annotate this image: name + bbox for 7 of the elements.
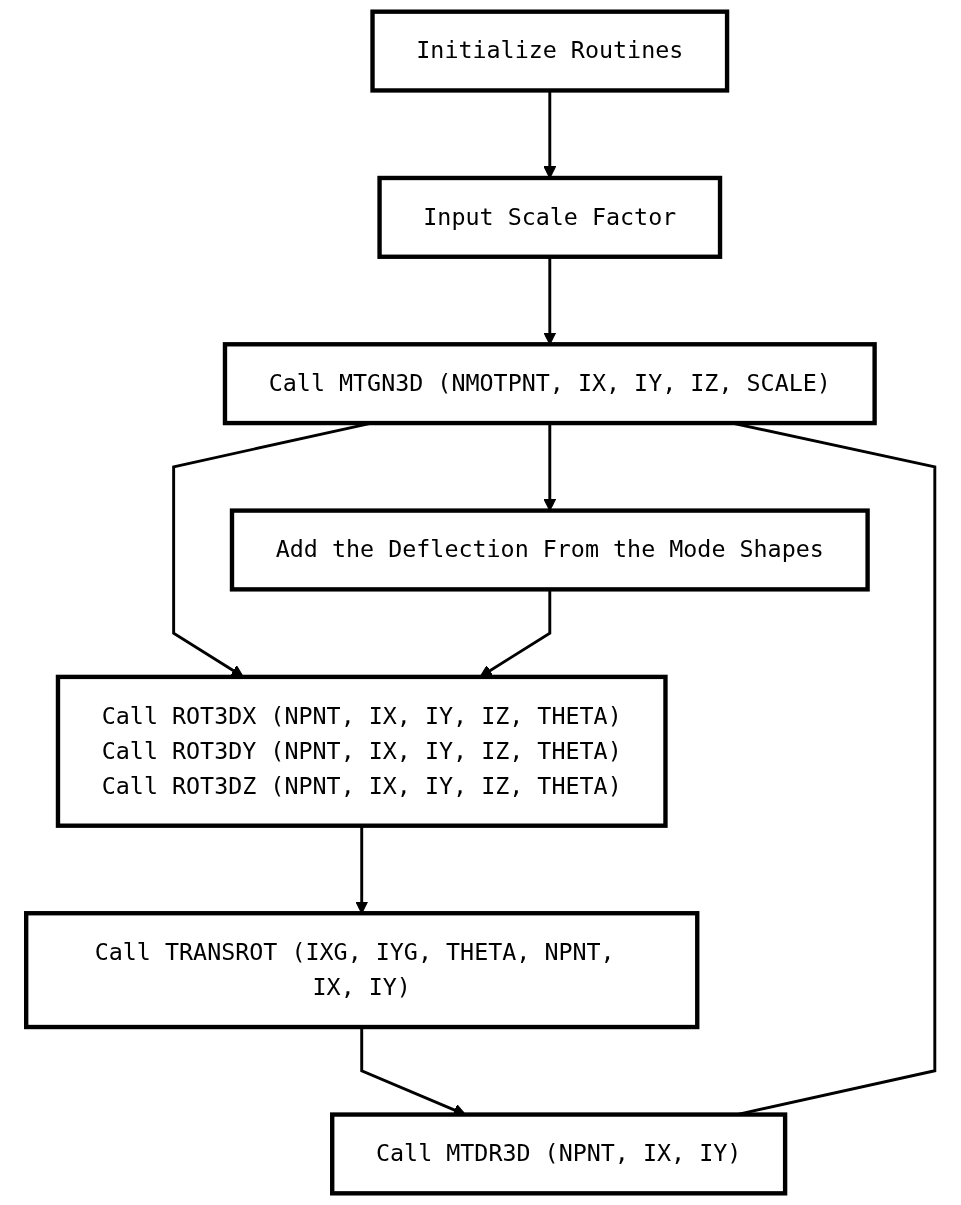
node-box: Add the Deflection From the Mode Shapes (229, 508, 870, 592)
node-box: Call TRANSROT (IXG, IYG, THETA, NPNT, IX, IY) (24, 911, 700, 1030)
node-box: Input Scale Factor (377, 175, 723, 259)
node-box: Initialize Routines (370, 9, 730, 93)
node-box: Call MTGN3D (NMOTPNT, IX, IY, IZ, SCALE) (222, 342, 877, 426)
node-box: Call ROT3DX (NPNT, IX, IY, IZ, THETA) Call ROT3DY (NPNT, IX, IY, IZ, THETA) Call ROT3DZ (NPNT, IX, IY, IZ, THETA) (55, 674, 668, 828)
node-box: Call MTDR3D (NPNT, IX, IY) (330, 1112, 788, 1196)
